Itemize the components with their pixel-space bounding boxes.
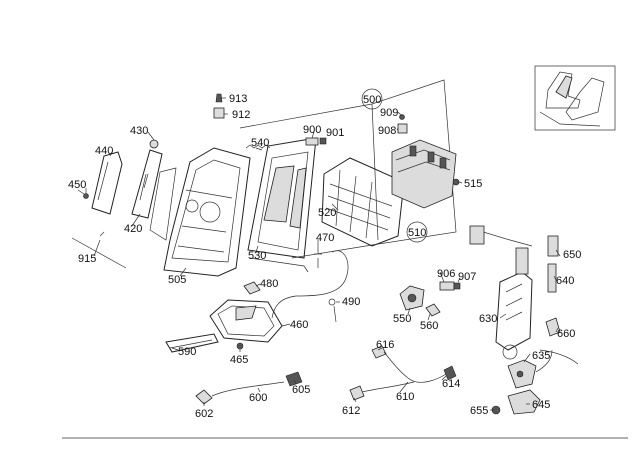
callout-470: 470 xyxy=(316,232,334,244)
callout-440: 440 xyxy=(95,145,113,157)
callout-500-circle xyxy=(361,88,383,110)
connector-900 xyxy=(305,137,319,146)
clip-908 xyxy=(397,123,408,134)
spring-part xyxy=(245,144,271,149)
wiring-470-490 xyxy=(271,250,349,323)
callout-909: 909 xyxy=(380,107,398,119)
callout-labels: 913 912 430 440 450 420 915 540 900 901 … xyxy=(68,93,581,420)
callout-420: 420 xyxy=(124,223,142,235)
backrest-cushion xyxy=(247,137,317,273)
callout-490: 490 xyxy=(342,296,360,308)
callout-600: 600 xyxy=(249,392,267,404)
callout-465: 465 xyxy=(230,354,248,366)
bolt-465 xyxy=(236,342,244,350)
cable-610 xyxy=(349,345,457,401)
switch-parts xyxy=(539,235,579,365)
callout-515: 515 xyxy=(464,178,482,190)
callout-530: 530 xyxy=(248,250,266,262)
callout-915: 915 xyxy=(78,253,96,265)
callout-907: 907 xyxy=(458,271,476,283)
callout-602: 602 xyxy=(195,408,213,420)
callout-650: 650 xyxy=(563,249,581,261)
callout-460: 460 xyxy=(290,319,308,331)
callout-906: 906 xyxy=(437,268,455,280)
knob-913 xyxy=(215,93,223,103)
callout-480: 480 xyxy=(260,278,278,290)
callout-913: 913 xyxy=(229,93,247,105)
callout-505: 505 xyxy=(168,274,186,286)
control-module xyxy=(391,139,457,209)
callout-430: 430 xyxy=(130,125,148,137)
callout-616: 616 xyxy=(376,339,394,351)
callout-612: 612 xyxy=(342,405,360,417)
modules-635-645 xyxy=(491,349,553,415)
callout-912: 912 xyxy=(232,109,250,121)
side-cover-parts xyxy=(77,139,163,219)
seat-overview-inset xyxy=(534,65,616,131)
callout-500: 500 xyxy=(363,94,381,106)
callout-655: 655 xyxy=(470,405,488,417)
callout-614: 614 xyxy=(442,378,460,390)
callout-610: 610 xyxy=(396,391,414,403)
callout-635: 635 xyxy=(532,350,550,362)
guide-912 xyxy=(213,107,225,119)
height-adjuster-630 xyxy=(469,225,533,360)
bracket-590-detail xyxy=(169,339,213,349)
callout-908: 908 xyxy=(378,125,396,137)
leader-lines xyxy=(85,97,561,411)
callout-560: 560 xyxy=(420,320,438,332)
callout-640: 640 xyxy=(556,275,574,287)
callout-550: 550 xyxy=(393,313,411,325)
callout-901: 901 xyxy=(326,127,344,139)
callout-605: 605 xyxy=(292,384,310,396)
screw-515 xyxy=(452,178,460,186)
callout-520: 520 xyxy=(318,207,336,219)
cable-480 xyxy=(243,281,261,295)
callout-630: 630 xyxy=(479,313,497,325)
rod-915 xyxy=(71,231,127,269)
callout-590: 590 xyxy=(178,346,196,358)
cable-600 xyxy=(195,371,303,405)
connector-901 xyxy=(319,137,327,145)
callout-645: 645 xyxy=(532,399,550,411)
backrest-frame xyxy=(149,147,251,277)
callout-510: 510 xyxy=(408,227,426,239)
callout-540: 540 xyxy=(251,137,269,149)
callout-660: 660 xyxy=(557,328,575,340)
clip-909 xyxy=(399,114,405,120)
callout-450: 450 xyxy=(68,179,86,191)
callout-900: 900 xyxy=(303,124,321,136)
callout-510-circle xyxy=(406,221,428,243)
bracket-590 xyxy=(165,333,219,353)
seat-cushion-pan xyxy=(209,299,283,343)
lumbar-support-grid xyxy=(321,157,405,247)
motor-550 xyxy=(399,281,461,317)
